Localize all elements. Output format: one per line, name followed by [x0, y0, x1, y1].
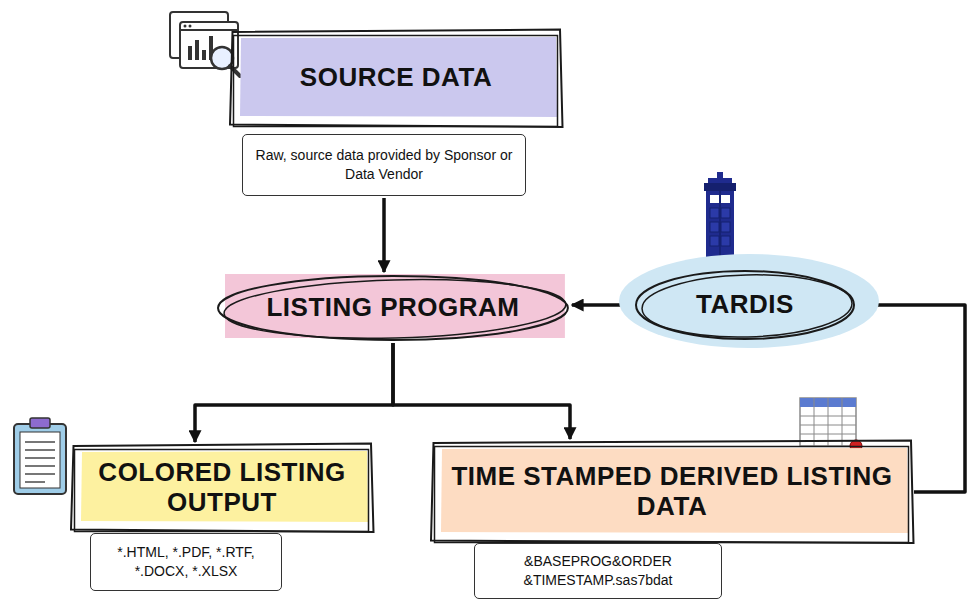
node-note: *.HTML, *.PDF, *.RTF, *.DOCX, *.XLSX [101, 543, 271, 581]
highlight-fill [240, 37, 557, 117]
note-box: &BASEPROG&ORDER &TIMESTAMP.sas7bdat [474, 543, 722, 599]
title-box: SOURCE DATA [231, 31, 561, 126]
sketch-border [75, 450, 369, 532]
sketch-border [230, 29, 563, 127]
node-note: Raw, source data provided by Sponsor or … [253, 146, 515, 184]
node-title: COLORED LISTING OUTPUT [88, 458, 356, 518]
sketch-ellipse [636, 271, 854, 339]
output-box: COLORED LISTING OUTPUT [72, 445, 372, 531]
node-title: LISTING PROGRAM [266, 293, 519, 323]
clipboard-icon [14, 418, 66, 494]
sketch-border [435, 447, 909, 543]
node-title: TIME STAMPED DERIVED LISTING DATA [448, 462, 896, 522]
note-box: *.HTML, *.PDF, *.RTF, *.DOCX, *.XLSX [90, 533, 282, 591]
flow-arrow [393, 343, 570, 439]
node-title: TARDIS [696, 290, 794, 320]
sketch-ellipse [223, 275, 566, 342]
node-note: &BASEPROG&ORDER &TIMESTAMP.sas7bdat [485, 552, 711, 590]
sketch-ellipse [641, 272, 853, 339]
data-table-icon [800, 398, 862, 452]
highlight-fill [81, 451, 368, 522]
sketch-border [71, 444, 374, 533]
flow-arrow [195, 343, 393, 442]
process-ellipse: TARDIS [635, 270, 855, 340]
data-box: TIME STAMPED DERIVED LISTING DATA [432, 442, 912, 542]
sketch-border [431, 441, 914, 544]
highlight-blob [619, 254, 879, 348]
node-title: SOURCE DATA [300, 63, 492, 93]
tardis-icon [702, 172, 738, 263]
note-box: Raw, source data provided by Sponsor or … [242, 134, 526, 196]
data-analysis-icon [170, 12, 240, 76]
sketch-border [234, 35, 558, 126]
process-ellipse: LISTING PROGRAM [217, 275, 569, 341]
highlight-fill [441, 448, 908, 533]
flow-arrow [382, 198, 386, 272]
